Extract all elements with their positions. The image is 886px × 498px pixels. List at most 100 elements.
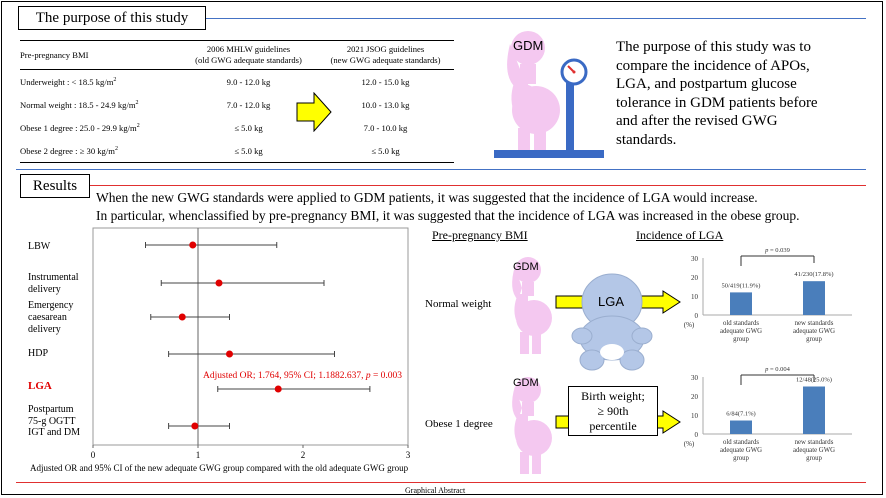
bar-y-tick-label: 0 [695,312,699,320]
old-cell: ≤ 5.0 kg [234,122,263,133]
results-summary-2: In particular, whenclassified by pre-pre… [96,208,800,223]
results-summary-1: When the new GWG standards were applied … [96,190,758,205]
results-title-box: Results [20,174,90,198]
bar-category-label: group [733,455,749,462]
forest-point [191,422,199,430]
bar-category-label: adequate GWG [793,328,835,335]
pregnant-woman-icon [512,377,552,474]
forest-x-tick-label: 0 [91,450,96,460]
lga-baby-label: LGA [598,294,625,309]
bar-data-label: 41/230(17.8%) [794,271,833,278]
old-cell: 7.0 - 12.0 kg [226,99,271,110]
new-cell: 12.0 - 15.0 kg [361,76,410,87]
col-header-old: 2006 MHLW guidelines(old GWG adequate st… [180,40,317,70]
bar-y-tick-label: 20 [691,274,699,282]
forest-plot-area [92,227,409,446]
bar-category-label: group [733,336,749,343]
pregnant-woman-icon [512,257,552,354]
forest-x-tick-label: 3 [406,450,411,460]
forest-x-tick-label: 1 [196,450,201,460]
bar-y-unit: (%) [684,321,695,329]
obese-1-label: Obese 1 degree [425,418,493,430]
table-row: Underweight : < 18.5 kg/m2 9.0 - 12.0 kg… [20,70,454,94]
bar-y-tick-label: 20 [691,393,699,401]
col-header-bmi: Pre-pregnancy BMI [20,40,180,70]
footer-text: Graphical Abstract [405,486,466,495]
forest-label: Postpartum 75-g OGTT IGT and DM [28,404,81,438]
bar [803,281,825,315]
forest-x-tick-label: 2 [301,450,306,460]
table-arrow-icon [296,92,332,132]
gdm-label-1: GDM [513,261,539,273]
old-cell: ≤ 5.0 kg [180,139,317,163]
forest-point [189,241,197,249]
bar-category-label: old standards [723,439,759,446]
bar-data-label: 50/419(11.9%) [722,282,761,289]
new-cell: 10.0 - 13.0 kg [361,99,410,110]
table-row: Normal weight : 18.5 - 24.9 kg/m2 7.0 - … [20,93,454,116]
col-header-bmi-right: Pre-pregnancy BMI [432,228,528,242]
new-cell: ≤ 5.0 kg [317,139,454,163]
section-divider [16,169,866,170]
bar-category-label: adequate GWG [720,328,762,335]
gdm-label-2: GDM [513,377,539,389]
gwg-table: Pre-pregnancy BMI 2006 MHLW guidelines(o… [20,40,454,163]
bar-y-unit: (%) [684,440,695,448]
bmi-cell: Normal weight : 18.5 - 24.9 kg/m2 [20,99,139,110]
results-divider [90,185,866,186]
footer-divider [16,482,866,483]
bar [730,420,752,434]
table-row: Obese 1 degree : 25.0 - 29.9 kg/m2 ≤ 5.0… [20,116,454,139]
forest-label: Instrumental delivery [28,272,79,295]
bar-y-tick-label: 10 [691,412,699,420]
col-header-lga: Incidence of LGA [636,228,724,242]
bar-data-label: 6/84(7.1%) [726,411,755,418]
pvalue-label: p = 0.004 [764,366,791,373]
purpose-title-box: The purpose of this study [18,6,206,30]
header-divider [206,18,866,19]
pregnant-woman-scale-icon [494,31,604,158]
new-cell: 7.0 - 10.0 kg [363,122,408,133]
forest-label: LBW [28,241,51,252]
bar [803,386,825,434]
col-header-new: 2021 JSOG guidelines(new GWG adequate st… [317,40,454,70]
bar-y-tick-label: 30 [691,255,699,263]
forest-point [215,279,223,287]
bar-category-label: new standards [795,439,834,446]
bar-category-label: group [806,336,822,343]
results-title: Results [32,178,78,194]
forest-caption: Adjusted OR and 95% CI of the new adequa… [30,463,409,473]
normal-weight-label: Normal weight [425,298,492,310]
bmi-cell: Obese 2 degree : ≥ 30 kg/m2 [20,139,180,163]
forest-label: HDP [28,348,49,359]
bar-category-label: new standards [795,320,834,327]
table-header-row: Pre-pregnancy BMI 2006 MHLW guidelines(o… [20,40,454,70]
bar-category-label: old standards [723,320,759,327]
bar-y-tick-label: 0 [695,431,699,439]
bar-category-label: adequate GWG [793,447,835,454]
forest-point [274,385,282,393]
bar [730,292,752,315]
bar-y-tick-label: 10 [691,293,699,301]
bmi-cell: Obese 1 degree : 25.0 - 29.9 kg/m2 [20,122,140,133]
gdm-label-top: GDM [513,38,544,53]
table-row: Obese 2 degree : ≥ 30 kg/m2 ≤ 5.0 kg ≤ 5… [20,139,454,163]
forest-label-lga: LGA [28,380,52,392]
purpose-title: The purpose of this study [35,10,189,26]
bar-y-tick-label: 30 [691,374,699,382]
forest-point [226,350,233,358]
forest-annotation: Adjusted OR; 1.764, 95% CI; 1.1882.637, … [203,371,403,381]
bar-category-label: group [806,455,822,462]
bar-category-label: adequate GWG [720,447,762,454]
forest-point [178,313,186,321]
old-cell: 9.0 - 12.0 kg [226,76,271,87]
purpose-text: The purpose of this study was to compare… [616,39,818,148]
baby-icon [571,273,653,371]
forest-label: Emergency caesarean delivery [28,300,74,335]
pvalue-label: p = 0.039 [764,247,790,254]
bmi-cell: Underweight : < 18.5 kg/m2 [20,76,117,87]
birth-weight-box: Birth weight; ≥ 90th percentile [568,386,658,436]
